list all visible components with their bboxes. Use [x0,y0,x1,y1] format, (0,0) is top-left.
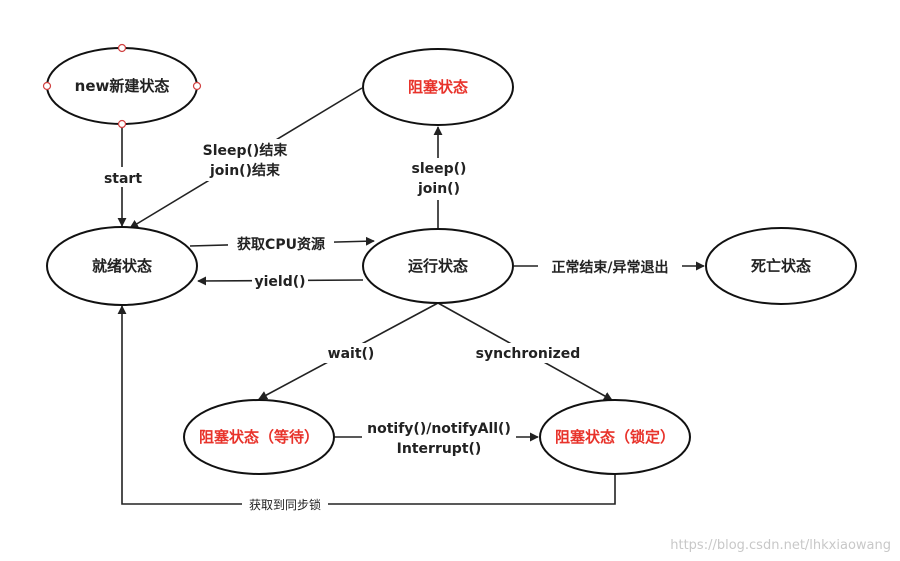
node-running: 运行状态 [362,228,514,304]
edge-label-interrupt: Interrupt() [397,441,482,457]
edge-label-join-end: join()结束 [209,162,281,179]
connection-handle [42,81,52,91]
node-new: new新建状态 [42,43,202,129]
edge-label-synchronized: synchronized [476,346,581,362]
node-blocked-lock-label: 阻塞状态（锁定） [555,428,675,446]
node-ready-label: 就绪状态 [92,257,152,275]
node-blocked-wait: 阻塞状态（等待） [183,399,335,475]
node-dead: 死亡状态 [705,227,857,305]
node-running-label: 运行状态 [408,257,468,275]
edge-label-acquire-lock: 获取到同步锁 [249,497,321,512]
connection-handle [192,81,202,91]
node-blocked-top: 阻塞状态 [362,48,514,126]
edge-label-join: join() [417,181,460,197]
node-dead-label: 死亡状态 [751,257,811,275]
watermark-text: https://blog.csdn.net/lhkxiaowang [670,538,891,553]
edge-label-notify: notify()/notifyAll() [367,421,511,437]
edge-acquire-lock [117,305,616,505]
edge-label-acquire-cpu: 获取CPU资源 [237,236,325,253]
node-blocked-top-label: 阻塞状态 [408,78,468,96]
edge-label-wait: wait() [328,346,375,362]
node-blocked-lock: 阻塞状态（锁定） [539,399,691,475]
connection-handle [117,43,127,53]
connection-handle [117,119,127,129]
edge-label-yield: yield() [254,274,305,290]
edge-label-finish: 正常结束/异常退出 [551,259,668,276]
node-blocked-wait-label: 阻塞状态（等待） [199,428,319,446]
edge-label-sleep-end: Sleep()结束 [203,142,289,159]
node-new-label: new新建状态 [75,77,170,95]
node-ready: 就绪状态 [46,226,198,306]
edge-label-sleep: sleep() [412,161,467,177]
edge-label-start: start [104,171,142,187]
